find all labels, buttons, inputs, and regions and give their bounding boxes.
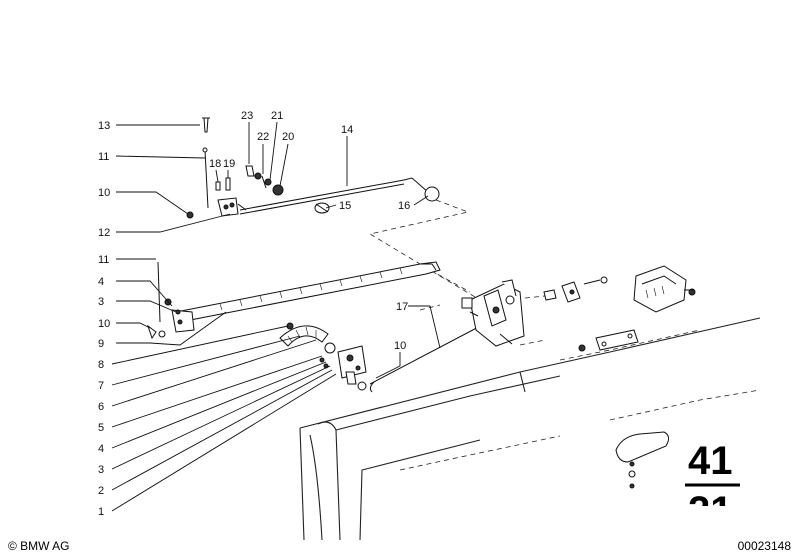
callout-1: 1 [98,506,104,518]
callout-20: 20 [282,131,294,143]
upper-operating-rod [239,177,440,215]
callout-8: 8 [98,359,104,371]
door-outline [299,304,761,541]
rod-bracket-assembly [186,117,247,219]
group-number-main: 41 [688,439,733,483]
callout-11-upper: 11 [98,151,109,163]
callout-23: 23 [241,110,253,122]
callout-17: 17 [396,301,408,313]
image-id-text: 00023148 [737,539,791,553]
lock-rod-17 [369,321,489,393]
callout-4-lower: 4 [98,443,104,455]
lower-left-bracket [147,261,195,340]
inner-handle-housing [319,345,367,391]
callout-18: 18 [209,158,221,170]
outer-door-handle [615,431,670,489]
door-lock-assembly [461,279,525,347]
callout-5: 5 [98,422,104,434]
callout-10-middle: 10 [98,318,110,330]
callout-2: 2 [98,485,104,497]
callout-10-upper: 10 [98,187,110,199]
small-fasteners-18-23 [215,165,284,196]
callout-15: 15 [339,200,351,212]
lock-cylinder-parts [543,276,608,303]
callout-9: 9 [98,338,104,350]
callout-7: 7 [98,380,104,392]
callout-labels: 13 11 10 12 23 22 21 20 18 19 14 15 16 1… [98,110,410,518]
callout-11-lower: 11 [98,254,109,266]
callout-14: 14 [341,124,353,136]
callout-6: 6 [98,401,104,413]
group-number-sub: 21 [688,489,733,533]
leader-lines [111,121,441,512]
outer-lock-housing [633,265,696,313]
callout-4-upper: 4 [98,276,104,288]
assembly-guide-lines [368,199,546,301]
callout-19: 19 [223,158,235,170]
callout-3-lower: 3 [98,464,104,476]
long-lower-rod [175,261,441,323]
group-number-block: 41 21 [685,439,740,533]
callout-13: 13 [98,120,110,132]
striker-plate [578,329,639,352]
callout-21: 21 [271,110,283,122]
copyright-text: © BMW AG [8,539,70,553]
callout-12: 12 [98,227,110,239]
callout-22: 22 [257,131,269,143]
callout-10-lower: 10 [394,340,406,352]
clip-part-15 [314,202,330,214]
callout-16: 16 [398,200,410,212]
arc-bracket [279,322,336,354]
callout-3-upper: 3 [98,296,104,308]
